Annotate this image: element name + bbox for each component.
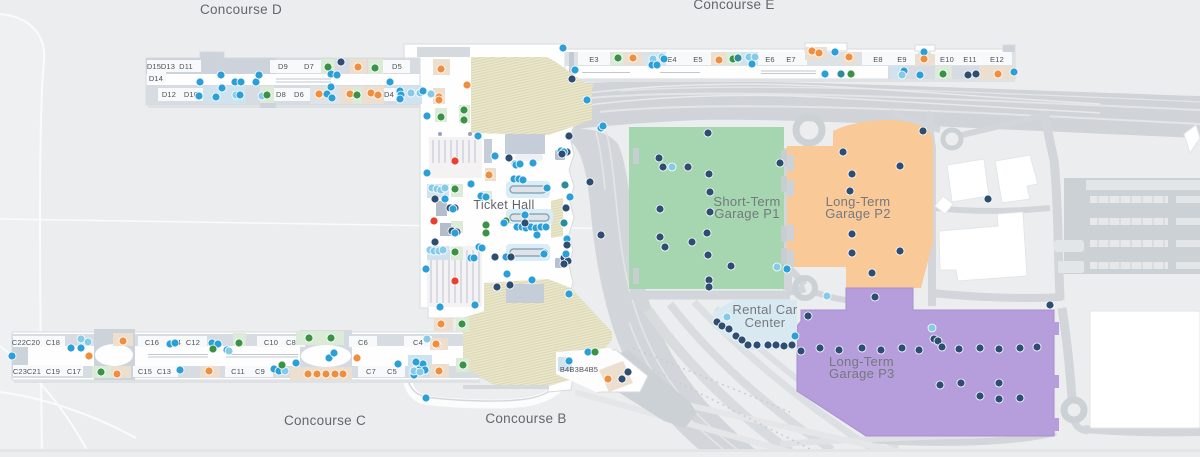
svg-text:Garage P3: Garage P3 <box>829 366 895 381</box>
svg-text:E3: E3 <box>589 55 599 64</box>
svg-text:D11: D11 <box>179 62 193 71</box>
svg-text:C12: C12 <box>186 338 200 347</box>
svg-text:B4B3B4B5: B4B3B4B5 <box>560 365 598 374</box>
svg-text:C10: C10 <box>264 338 278 347</box>
svg-text:D10: D10 <box>184 90 198 99</box>
svg-text:Concourse E: Concourse E <box>693 0 774 12</box>
svg-text:D14: D14 <box>149 74 163 83</box>
svg-text:Garage P1: Garage P1 <box>714 206 780 221</box>
svg-text:C19: C19 <box>46 367 60 376</box>
svg-text:E11: E11 <box>963 55 976 64</box>
svg-text:E4: E4 <box>667 55 677 64</box>
svg-text:C23: C23 <box>13 367 27 376</box>
svg-text:Concourse B: Concourse B <box>485 411 566 426</box>
svg-text:D5: D5 <box>392 62 402 71</box>
svg-text:D6: D6 <box>294 90 304 99</box>
svg-text:D12: D12 <box>162 90 176 99</box>
svg-text:E5: E5 <box>693 55 703 64</box>
svg-text:Center: Center <box>745 315 786 330</box>
svg-text:Rental Car: Rental Car <box>732 302 798 317</box>
svg-text:Garage P2: Garage P2 <box>825 206 891 221</box>
svg-text:D15: D15 <box>147 62 161 71</box>
svg-text:D4: D4 <box>384 90 394 99</box>
svg-text:E10: E10 <box>940 55 954 64</box>
svg-text:C4: C4 <box>413 338 423 347</box>
svg-text:E7: E7 <box>786 55 796 64</box>
svg-text:C6: C6 <box>358 338 368 347</box>
svg-text:D7: D7 <box>304 62 314 71</box>
svg-text:Long-Term: Long-Term <box>829 354 894 369</box>
svg-text:E6: E6 <box>765 55 775 64</box>
svg-text:D9: D9 <box>278 62 288 71</box>
svg-text:C16: C16 <box>145 338 159 347</box>
svg-text:C11: C11 <box>231 367 245 376</box>
svg-text:Concourse C: Concourse C <box>284 413 366 428</box>
svg-text:C22: C22 <box>12 338 26 347</box>
svg-text:E8: E8 <box>873 55 883 64</box>
svg-text:E12: E12 <box>990 55 1004 64</box>
svg-text:C8: C8 <box>286 338 296 347</box>
svg-text:C20: C20 <box>26 338 40 347</box>
svg-text:C15: C15 <box>138 367 152 376</box>
svg-text:C21: C21 <box>27 367 41 376</box>
svg-text:C17: C17 <box>67 367 81 376</box>
svg-text:Ticket Hall: Ticket Hall <box>473 198 534 212</box>
svg-text:C18: C18 <box>46 338 60 347</box>
svg-text:C9: C9 <box>255 367 265 376</box>
svg-text:Long-Term: Long-Term <box>826 194 891 209</box>
svg-text:C13: C13 <box>157 367 171 376</box>
svg-text:D13: D13 <box>161 62 175 71</box>
svg-text:E9: E9 <box>897 55 907 64</box>
svg-text:Concourse D: Concourse D <box>200 2 282 17</box>
svg-text:Short-Term: Short-Term <box>713 194 780 209</box>
svg-text:D8: D8 <box>276 90 286 99</box>
svg-text:C5: C5 <box>387 367 397 376</box>
svg-text:C7: C7 <box>366 367 376 376</box>
